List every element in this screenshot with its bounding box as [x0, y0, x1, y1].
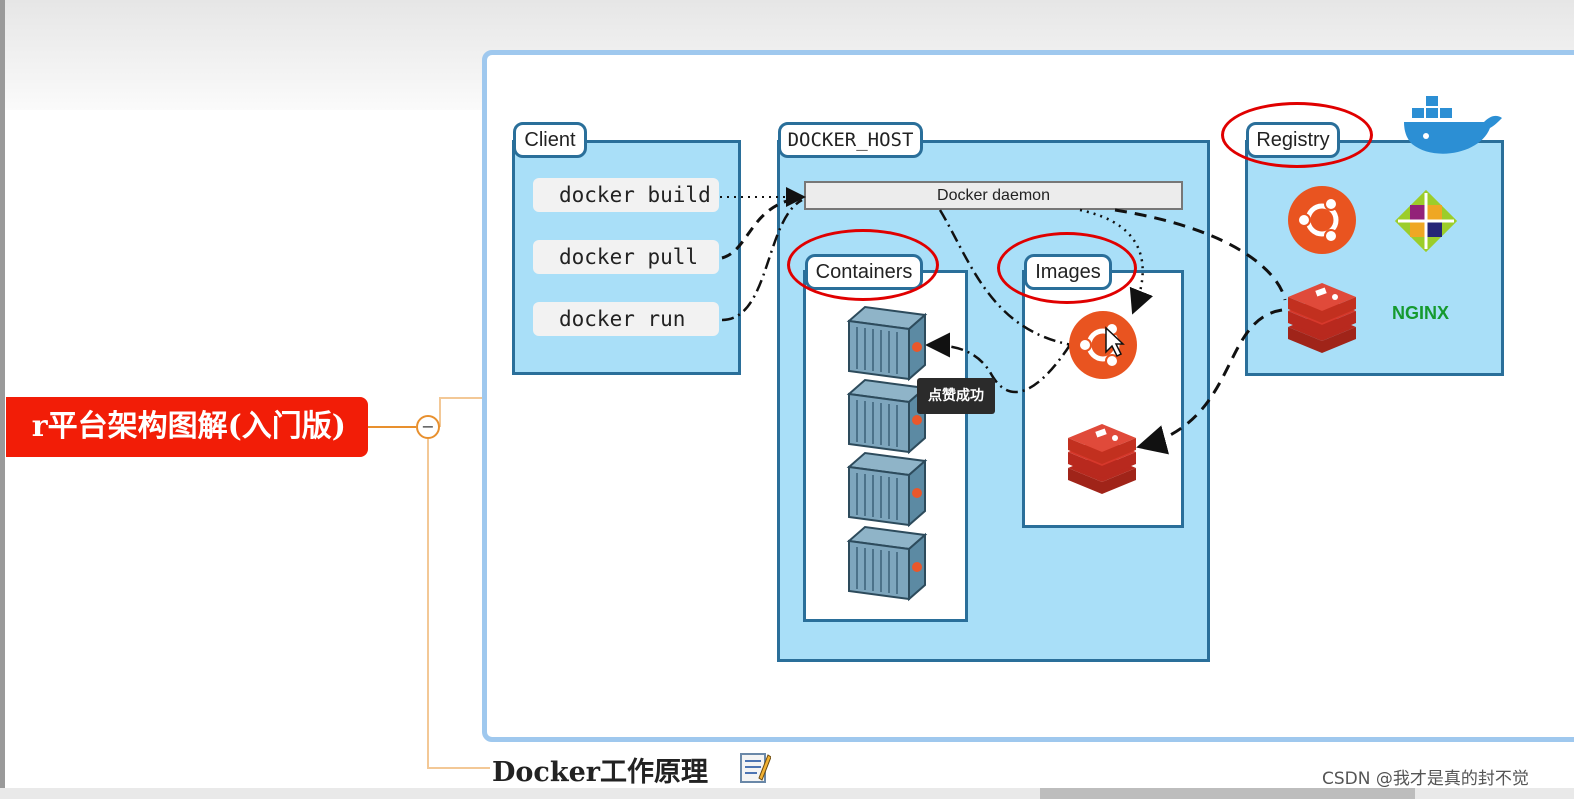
client-tab: Client	[513, 122, 587, 158]
docker-run-command: docker run	[533, 302, 719, 336]
registry-panel	[1245, 140, 1504, 376]
memo-icon[interactable]	[737, 750, 771, 784]
images-highlight-ellipse	[997, 232, 1137, 304]
child-topic-node[interactable]: Docker工作原理	[492, 757, 708, 788]
mouse-cursor	[1105, 326, 1125, 358]
nginx-logo: NGINX	[1392, 303, 1450, 323]
central-topic-node[interactable]: r平台架构图解(入门版)	[6, 397, 368, 457]
centos-logo	[1394, 189, 1458, 253]
docker-pull-command: docker pull	[533, 240, 719, 274]
horizontal-scrollbar[interactable]	[0, 788, 1574, 799]
csdn-watermark: CSDN @我才是真的封不觉	[1322, 769, 1529, 789]
docker-daemon-bar: Docker daemon	[804, 181, 1183, 210]
docker-build-command: docker build	[533, 178, 719, 212]
docker-host-tab: DOCKER_HOST	[778, 122, 923, 158]
collapse-toggle-button[interactable]: −	[416, 415, 440, 439]
horizontal-scrollbar-thumb[interactable]	[1040, 788, 1415, 799]
registry-highlight-ellipse	[1221, 102, 1373, 168]
containers-highlight-ellipse	[787, 229, 939, 301]
left-window-edge	[0, 0, 5, 799]
docker-whale-logo	[1404, 96, 1502, 154]
like-success-tooltip: 点赞成功	[917, 378, 995, 414]
